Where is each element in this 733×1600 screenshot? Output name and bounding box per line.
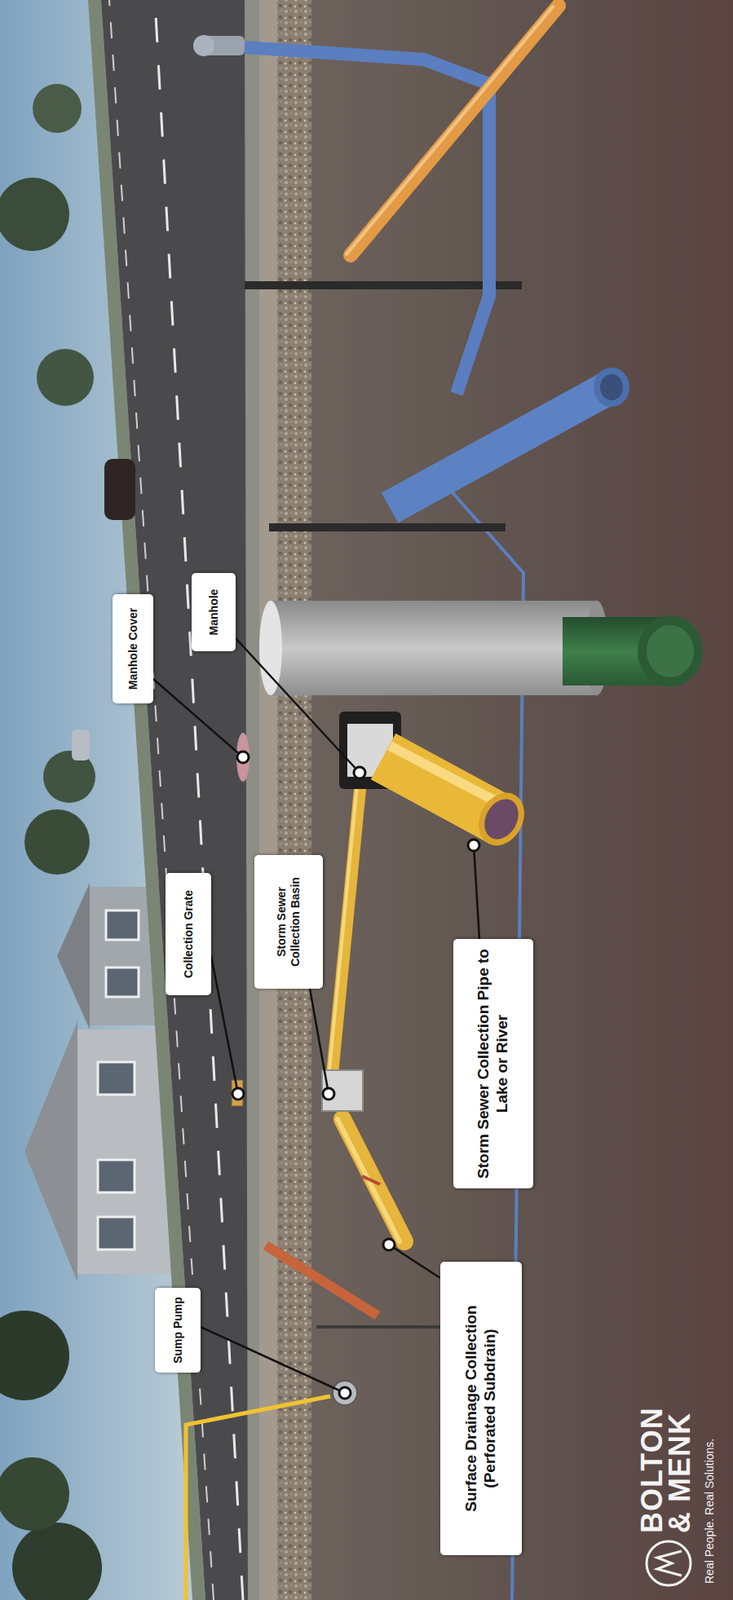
collection-grate (231, 1080, 243, 1107)
logo-ring (646, 1541, 691, 1586)
tree (0, 1311, 70, 1401)
hydrant-lead (244, 47, 490, 394)
leader-line (200, 1327, 345, 1394)
leader-dot (322, 1088, 335, 1100)
leader-dot (232, 1088, 244, 1100)
callout-box: Storm Sewer Collection Basin (254, 855, 323, 990)
house-roof (24, 1021, 78, 1283)
callout-label: Sump Pump (171, 1297, 186, 1365)
logo-glyph (657, 1551, 682, 1577)
discharge-line (185, 1396, 331, 1600)
tree (0, 1457, 70, 1532)
gravel-base (277, 0, 312, 1600)
lane-line (154, 0, 243, 1600)
callout-label: Surface Drainage Collection (Perforated … (462, 1270, 500, 1548)
sump-pump (332, 1381, 358, 1406)
pipe-highlight (389, 746, 504, 806)
pipe-highlight (345, 5, 554, 256)
window (97, 1160, 135, 1193)
water-main (389, 387, 610, 508)
leader-line (211, 956, 239, 1095)
window (97, 1217, 135, 1250)
callout-box: Storm Sewer Collection Pipe to Lake or R… (453, 939, 534, 1189)
service-pipe (269, 523, 506, 532)
trees (0, 83, 102, 1600)
callout-label: Manhole (207, 589, 221, 636)
sanitary-pipe-opening (646, 625, 694, 678)
callout-label: Collection Grate (181, 890, 196, 979)
leader-line (388, 1245, 441, 1279)
leader-dot (383, 1239, 395, 1251)
tree (32, 83, 82, 133)
hydrant-cap (193, 35, 215, 57)
soil (311, 0, 733, 1600)
leader-line (235, 638, 360, 773)
callout-box: Surface Drainage Collection (Perforated … (440, 1262, 522, 1556)
sanitary-pipe-end (637, 615, 703, 688)
callout-box: Manhole Cover (112, 594, 154, 704)
callout-box: Manhole (191, 573, 236, 652)
gas-pipe (350, 5, 559, 256)
collection-basin (322, 1070, 363, 1112)
leader-line (153, 679, 243, 758)
leader-dot (339, 1387, 351, 1400)
water-main-end (593, 367, 630, 407)
leader-line (309, 989, 329, 1095)
logo-wordmark: BOLTON & MENK (638, 1396, 694, 1534)
leader-line (473, 845, 480, 940)
curb (244, 0, 260, 1600)
tree (12, 1523, 102, 1600)
tree (36, 348, 94, 407)
leader-lines (153, 638, 480, 1394)
pipe-mark (362, 1176, 380, 1185)
service-pipe (244, 281, 522, 290)
car (71, 729, 90, 761)
tree (0, 177, 70, 252)
car (104, 459, 136, 521)
pipe-highlight (337, 1119, 400, 1242)
lane-line (109, 0, 214, 1600)
water-main-opening (600, 374, 623, 401)
service-pipe (265, 1245, 378, 1316)
storm-outlet-pipe (383, 756, 499, 820)
storm-pipe (332, 785, 361, 1071)
callout-label: Manhole Cover (126, 608, 141, 690)
callout-box: Sump Pump (154, 1288, 201, 1374)
leader-dot (353, 767, 366, 779)
riser (316, 1325, 450, 1330)
pipe-opening (477, 793, 526, 846)
road (101, 0, 260, 1600)
tree (24, 809, 90, 875)
perforated-subdrain (342, 1119, 405, 1242)
logo-mark (646, 1541, 691, 1586)
window (105, 967, 139, 998)
pipe-highlight (329, 785, 358, 1071)
logo-tagline: Real People. Real Solutions. (702, 1323, 717, 1585)
callout-label: Storm Sewer Collection Basin (274, 863, 303, 981)
window (105, 910, 139, 941)
house-roof (57, 883, 90, 1030)
window (97, 1062, 135, 1096)
manhole-top (259, 600, 283, 696)
callout-box: Collection Grate (165, 873, 212, 996)
manhole-barrel (270, 600, 597, 696)
callout-label: Storm Sewer Collection Pipe to Lake or R… (474, 947, 513, 1181)
manhole-cover (236, 733, 250, 782)
leader-dot (237, 751, 249, 764)
leader-dot (468, 839, 480, 852)
